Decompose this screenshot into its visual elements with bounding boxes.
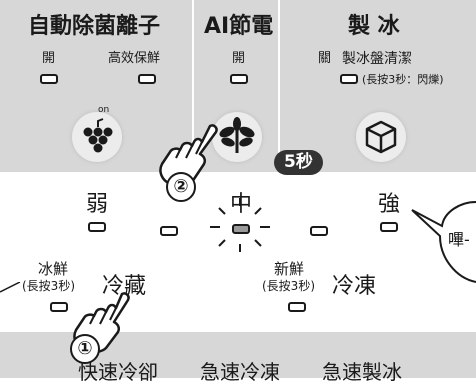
fast-cool-label: 快速冷卻 [78,360,158,384]
ai-saving-title: AI節電 [204,14,274,39]
grape-icon [83,118,113,153]
beep-text: 嗶- [448,230,470,249]
ai-saving-on-label: 開 [232,51,246,66]
ice-cube-icon [365,120,397,154]
ice-button[interactable] [356,112,406,162]
sterilization-on-label: 開 [42,51,56,66]
new-fresh-note: (長按3秒) [262,279,315,293]
ice-fresh-note: (長按3秒) [22,279,75,293]
fridge-label: 冷藏 [102,274,147,299]
level-medium-indicator [232,224,250,234]
freshness-indicator [138,74,156,84]
ice-clean-note: (長按3秒：閃爍) [362,73,444,86]
step-two-marker: ② [166,172,196,202]
step-one-marker: ① [70,334,100,364]
blink-rays-icon [210,198,270,252]
level-strong-label: 強 [378,192,401,217]
pointing-hand-icon [159,124,218,188]
callout-line [0,282,21,293]
level-weak-indicator [88,222,106,232]
ice-fresh-label: 冰鮮 [38,260,69,278]
new-fresh-label: 新鮮 [274,260,305,278]
level-medium-label: 中 [230,192,253,217]
quick-ice-label: 急速製冰 [322,360,402,384]
ice-fresh-indicator [50,302,68,312]
ice-clean-label: 製冰盤清潔 [342,51,412,67]
ai-saving-on-indicator [230,74,248,84]
level-weak-mid-indicator [160,226,178,236]
new-fresh-indicator [288,302,306,312]
ice-off-label: 關 [318,51,332,66]
panel-divider [0,330,476,332]
sterilization-button[interactable] [72,112,122,162]
sterilization-on-indicator [40,74,58,84]
grape-on-label: on [98,105,110,115]
freshness-label: 高效保鮮 [108,51,161,66]
quick-freeze-label: 急速冷凍 [200,360,280,384]
ai-saving-button[interactable] [212,112,262,162]
ice-clean-indicator [340,74,358,84]
level-weak-label: 弱 [86,192,109,217]
hold-5sec-badge: 5秒 [274,150,323,175]
panel-divider [278,0,280,172]
beep-speech-bubble [411,201,476,283]
freezer-label: 冷凍 [332,274,377,299]
ice-title: 製 冰 [348,14,400,39]
sterilization-title: 自動除菌離子 [28,14,161,39]
panel-divider [192,0,194,172]
sprout-icon [219,117,255,153]
level-medium-strong-indicator [310,226,328,236]
level-strong-indicator [380,222,398,232]
